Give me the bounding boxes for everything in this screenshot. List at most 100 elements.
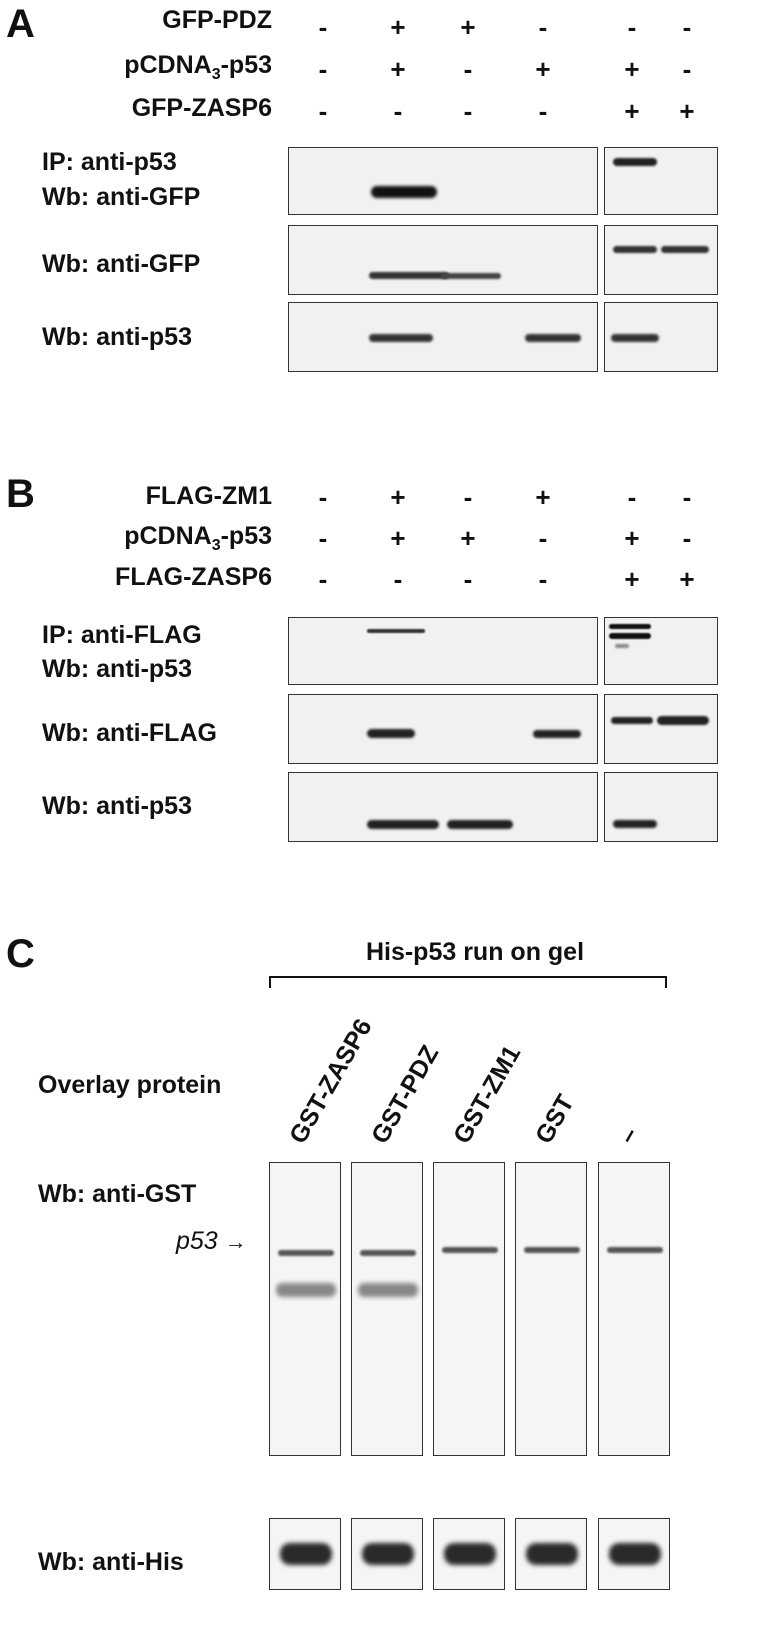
flag-zasp6-row-label: FLAG-ZASP6 (115, 563, 272, 591)
band (442, 1247, 498, 1253)
minus-sign: - (318, 12, 328, 42)
band (358, 1283, 418, 1297)
plus-sign: + (390, 12, 406, 42)
minus-sign: - (627, 482, 637, 512)
band (526, 1543, 578, 1565)
band (613, 158, 657, 166)
lane-label: GST-ZASP6 (283, 1014, 378, 1149)
overlay-protein-label: Overlay protein (38, 1071, 222, 1099)
arrow-icon: → (224, 1229, 247, 1254)
minus-sign: - (538, 12, 548, 42)
blot-a-p53-left (288, 302, 598, 372)
minus-sign: - (463, 96, 473, 126)
lane-label: GST (529, 1089, 580, 1149)
plus-sign: + (679, 96, 695, 126)
blot-a-gfp-right (604, 225, 718, 295)
p53-marker-text: p53 (176, 1227, 218, 1255)
band (661, 246, 709, 253)
blot-a-ip-right (604, 147, 718, 215)
panel-c-letter: C (6, 932, 35, 976)
band (611, 334, 659, 342)
minus-sign: - (318, 564, 328, 594)
pcdna3-p53-row-label: pCDNA3-p53 (124, 51, 272, 83)
panel-a-letter: A (6, 2, 35, 46)
plus-sign: + (535, 54, 551, 84)
plus-sign: + (624, 564, 640, 594)
plus-sign: + (624, 54, 640, 84)
gst-strip (433, 1162, 505, 1456)
wb-anti-gfp-label-2: Wb: anti-GFP (42, 250, 201, 278)
minus-sign: - (538, 564, 548, 594)
minus-sign: - (538, 96, 548, 126)
lane-label: – (612, 1122, 645, 1149)
wb-anti-gfp-label-1: Wb: anti-GFP (42, 183, 201, 211)
plus-sign: + (535, 482, 551, 512)
blot-b-p53-left (288, 772, 598, 842)
blot-b-ip-left (288, 617, 598, 685)
p53-marker-label: p53 → (176, 1226, 247, 1257)
blot-a-p53-right (604, 302, 718, 372)
blot-b-p53-right (604, 772, 718, 842)
band (607, 1247, 663, 1253)
band (533, 730, 581, 738)
lane-label: GST-ZM1 (447, 1040, 527, 1149)
wb-anti-p53-label-a: Wb: anti-p53 (42, 323, 192, 351)
minus-sign: - (393, 96, 403, 126)
wb-anti-p53-label-b1: Wb: anti-p53 (42, 655, 192, 683)
minus-sign: - (318, 54, 328, 84)
band (360, 1250, 416, 1256)
minus-sign: - (627, 12, 637, 42)
band (609, 624, 651, 629)
his-strip (269, 1518, 341, 1590)
ip-anti-p53-label: IP: anti-p53 (42, 148, 177, 176)
gst-strip (598, 1162, 670, 1456)
gst-strip (515, 1162, 587, 1456)
plus-sign: + (390, 523, 406, 553)
flag-zm1-row-label: FLAG-ZM1 (145, 482, 272, 510)
pcdna3-p53-row-label-b: pCDNA3-p53 (124, 522, 272, 554)
plus-sign: + (460, 12, 476, 42)
plus-sign: + (624, 523, 640, 553)
minus-sign: - (538, 523, 548, 553)
band (611, 717, 653, 724)
band (447, 820, 513, 829)
plus-sign: + (460, 523, 476, 553)
band (367, 629, 425, 633)
blot-b-flag-left (288, 694, 598, 764)
band (369, 272, 449, 279)
band (524, 1247, 580, 1253)
blot-a-ip-left (288, 147, 598, 215)
wb-anti-p53-label-b2: Wb: anti-p53 (42, 792, 192, 820)
minus-sign: - (318, 482, 328, 512)
his-strip (598, 1518, 670, 1590)
bracket-line (269, 976, 667, 988)
minus-sign: - (682, 54, 692, 84)
wb-anti-his-label: Wb: anti-His (38, 1548, 184, 1576)
his-strip (433, 1518, 505, 1590)
band (444, 1543, 496, 1565)
plus-sign: + (679, 564, 695, 594)
plus-sign: + (624, 96, 640, 126)
wb-anti-gst-label: Wb: anti-GST (38, 1180, 197, 1208)
plus-sign: + (390, 54, 406, 84)
ip-anti-flag-label: IP: anti-FLAG (42, 621, 202, 649)
band (657, 716, 709, 725)
panel-b-letter: B (6, 472, 35, 516)
minus-sign: - (463, 54, 473, 84)
gst-strip (269, 1162, 341, 1456)
band (280, 1543, 332, 1565)
band (609, 1543, 661, 1565)
band (369, 334, 433, 342)
band (371, 186, 437, 198)
minus-sign: - (318, 523, 328, 553)
band (441, 273, 501, 279)
blot-b-ip-right (604, 617, 718, 685)
minus-sign: - (682, 482, 692, 512)
band (613, 246, 657, 253)
plus-sign: + (390, 482, 406, 512)
blot-a-gfp-left (288, 225, 598, 295)
minus-sign: - (682, 12, 692, 42)
gst-strip (351, 1162, 423, 1456)
band (367, 820, 439, 829)
band (276, 1283, 336, 1297)
